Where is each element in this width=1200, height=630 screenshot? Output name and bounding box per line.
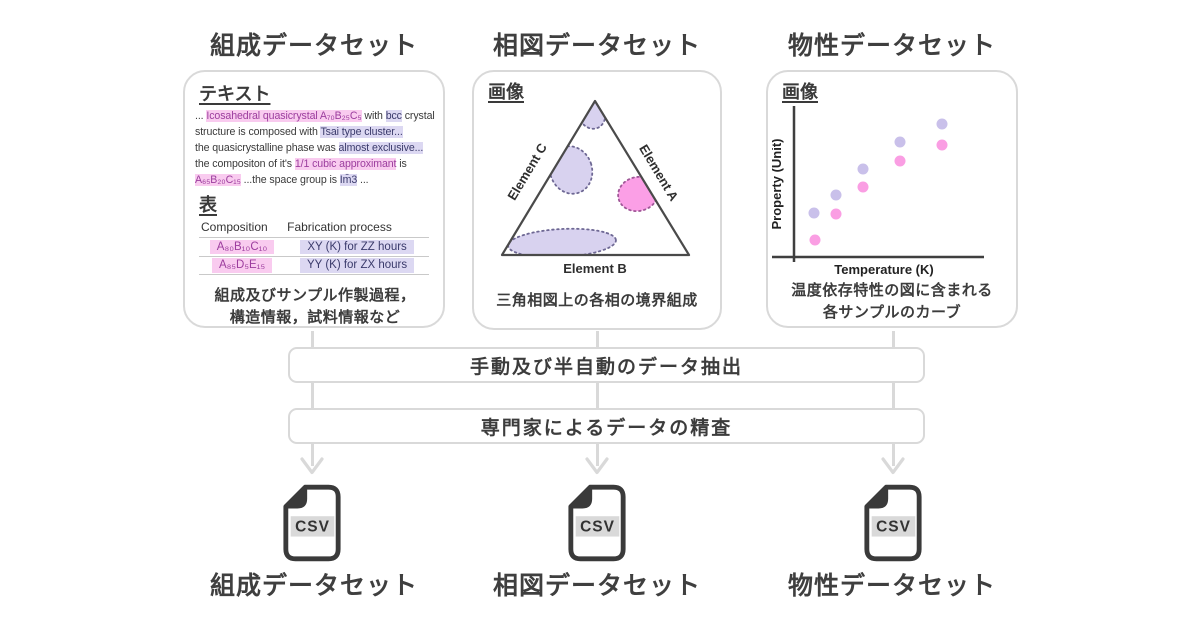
connector-line-right bbox=[891, 331, 895, 466]
csv-badge bbox=[871, 516, 916, 537]
flow-step-review: 専門家によるデータの精査 bbox=[288, 408, 925, 444]
text-section-heading: テキスト bbox=[199, 84, 271, 104]
csv-file-icon: CSV bbox=[864, 484, 922, 562]
column-title-phase: 相図データセット bbox=[492, 32, 701, 60]
text-segment-lav: XY (K) for ZZ hours bbox=[300, 239, 414, 255]
folded-corner bbox=[283, 485, 308, 509]
ternary-triangle bbox=[500, 99, 691, 257]
axis-label-element-b: Element B bbox=[563, 261, 627, 276]
text-segment-plain: the compositon of it's bbox=[195, 158, 295, 171]
caption-line: 構造情報，試料情報など bbox=[229, 308, 401, 326]
flow-step-extraction: 手動及び半自動のデータ抽出 bbox=[288, 347, 925, 383]
folded-corner bbox=[568, 485, 593, 509]
x-axis-label: Temperature (K) bbox=[834, 262, 933, 277]
table-section-heading: 表 bbox=[199, 195, 217, 216]
image-section-heading: 画像 bbox=[782, 82, 818, 102]
connector-line-center bbox=[595, 331, 599, 466]
folded-corner bbox=[864, 485, 889, 509]
paragraph-line: ... Icosahedral quasicrystal A₇₀B₂₅C₅ wi… bbox=[195, 108, 435, 124]
csv-badge-label: CSV bbox=[295, 519, 330, 536]
text-segment-plain: with bbox=[361, 110, 386, 122]
axis-label-element-c: Element C bbox=[504, 140, 550, 203]
table-header-cell: Composition bbox=[199, 219, 286, 239]
text-segment-plain: the quasicrystalline phase was bbox=[195, 142, 339, 155]
text-segment-lav: Im̄3 bbox=[339, 174, 358, 187]
scatter-point-sample-b bbox=[809, 234, 821, 246]
text-segment-plain: ...the space group is bbox=[240, 174, 340, 187]
paragraph-line: the quasicrystalline phase was almost ex… bbox=[195, 140, 435, 156]
scatter-point-sample-a bbox=[830, 189, 842, 201]
text-segment-plain: structure is composed with bbox=[195, 126, 321, 139]
output-label-property: 物性データセット bbox=[787, 572, 996, 600]
scatter-point-sample-b bbox=[894, 155, 906, 167]
connector-line-left bbox=[310, 331, 314, 466]
text-segment-lav: almost exclusive... bbox=[338, 142, 424, 155]
caption-line: 組成及びサンプル作製過程， bbox=[214, 287, 416, 305]
ternary-phase-diagram: Element C Element A Element B bbox=[500, 99, 691, 276]
paragraph-line: the compositon of it's 1/1 cubic approxi… bbox=[195, 156, 435, 172]
column-title-composition: 組成データセット bbox=[209, 32, 418, 60]
text-segment-lav: bcc bbox=[385, 110, 402, 122]
composition-dataset-panel: テキスト ... Icosahedral quasicrystal A₇₀B₂₅… bbox=[183, 70, 445, 328]
output-label-composition: 組成データセット bbox=[209, 572, 418, 600]
csv-badge-label: CSV bbox=[580, 519, 615, 536]
phase-region-lavender bbox=[548, 145, 594, 195]
arrow-down-icon bbox=[300, 457, 324, 475]
paragraph-line: A₆₅B₂₀C₁₅ ...the space group is Im̄3 ... bbox=[195, 172, 435, 188]
table-cell: YY (K) for ZX hours bbox=[285, 256, 429, 276]
csv-badge bbox=[290, 516, 335, 537]
scatter-point-sample-b bbox=[936, 139, 948, 151]
scatter-point-sample-a bbox=[894, 136, 906, 148]
text-segment-plain: crystal bbox=[401, 110, 435, 122]
composition-panel-caption: 組成及びサンプル作製過程， 構造情報，試料情報など bbox=[195, 285, 435, 326]
text-segment-pink: Icosahedral quasicrystal A₇₀B₂₅C₅ bbox=[206, 110, 362, 122]
temperature-property-chart: Property (Unit) Temperature (K) bbox=[772, 106, 984, 277]
scatter-point-sample-a bbox=[857, 163, 869, 175]
table-cell: XY (K) for ZZ hours bbox=[285, 237, 429, 257]
scatter-point-sample-b bbox=[857, 181, 869, 193]
text-segment-pink: A₈₀B₁₀C₁₀ bbox=[209, 239, 275, 255]
text-segment-plain: ... bbox=[357, 174, 369, 187]
table-cell: A₈₅D₅E₁₅ bbox=[199, 256, 286, 276]
caption-line: 各サンプルのカーブ bbox=[822, 303, 962, 321]
table-cell: A₈₀B₁₀C₁₀ bbox=[199, 237, 286, 257]
phase-region-pink bbox=[617, 175, 659, 213]
table-row: A₈₅D₅E₁₅ YY (K) for ZX hours bbox=[199, 256, 429, 276]
table-row: A₈₀B₁₀C₁₀ XY (K) for ZZ hours bbox=[199, 237, 429, 257]
scatter-point-sample-a bbox=[808, 207, 820, 219]
scatter-points bbox=[808, 118, 948, 246]
y-axis-label: Property (Unit) bbox=[772, 139, 784, 230]
scatter-point-sample-b bbox=[830, 208, 842, 220]
text-segment-pink: 1/1 cubic approximant bbox=[294, 158, 397, 171]
table-header-cell: Fabrication process bbox=[285, 219, 429, 239]
arrow-down-icon bbox=[881, 457, 905, 475]
text-segment-plain: is bbox=[396, 158, 407, 171]
phase-panel-caption: 三角相図上の各相の境界組成 bbox=[496, 292, 698, 309]
scatter-point-sample-a bbox=[936, 118, 948, 130]
arrow-down-icon bbox=[585, 457, 609, 475]
csv-file-icon: CSV bbox=[568, 484, 626, 562]
text-segment-lav: Tsai type cluster... bbox=[320, 126, 403, 139]
sample-paragraph: ... Icosahedral quasicrystal A₇₀B₂₅C₅ wi… bbox=[195, 108, 435, 188]
paragraph-line: structure is composed with Tsai type clu… bbox=[195, 124, 435, 140]
text-segment-lav: YY (K) for ZX hours bbox=[299, 258, 415, 273]
column-title-property: 物性データセット bbox=[787, 32, 996, 60]
csv-file-icon: CSV bbox=[283, 484, 341, 562]
property-dataset-panel: 画像 Property (Unit) Temperature (K) 温度依存特… bbox=[766, 70, 1018, 328]
output-label-phase: 相図データセット bbox=[492, 572, 701, 600]
text-segment-pink: A₈₅D₅E₁₅ bbox=[211, 258, 273, 273]
caption-line: 温度依存特性の図に含まれる bbox=[791, 282, 993, 299]
text-segment-plain: ... bbox=[195, 110, 207, 122]
text-segment-pink: A₆₅B₂₀C₁₅ bbox=[195, 174, 241, 187]
csv-badge bbox=[575, 516, 620, 537]
property-panel-caption: 温度依存特性の図に含まれる 各サンプルのカーブ bbox=[768, 280, 1016, 324]
csv-badge-label: CSV bbox=[876, 519, 911, 536]
image-section-heading: 画像 bbox=[488, 82, 524, 102]
phase-diagram-panel: 画像 Element C Element A Element B 三角相図上の各… bbox=[472, 70, 722, 330]
